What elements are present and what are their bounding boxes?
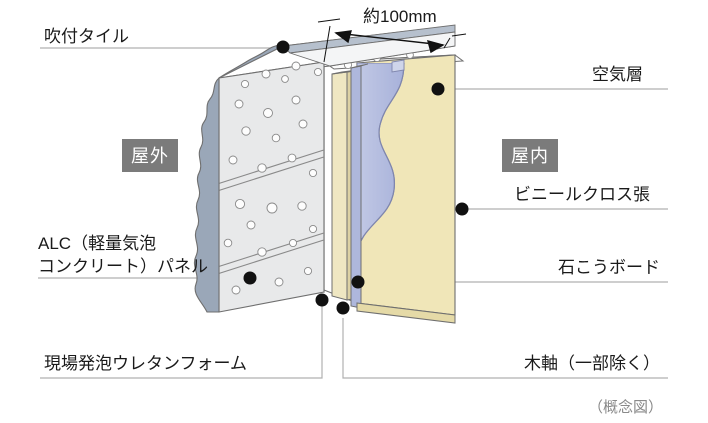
- label-alc-panel-line1: ALC（軽量気泡: [38, 234, 157, 253]
- label-gypsum-board: 石こうボード: [558, 258, 660, 277]
- dot-wood: [336, 301, 350, 315]
- dot-alc-panel: [243, 271, 257, 285]
- inner-panel: [350, 54, 456, 324]
- zone-badge-outdoor: 屋外: [122, 139, 178, 172]
- label-urethane-foam: 現場発泡ウレタンフォーム: [44, 354, 247, 373]
- label-wood-frame: 木軸（一部除く）: [524, 354, 660, 373]
- dimension-label: 約100mm: [363, 7, 437, 26]
- dimension-arrow: [323, 25, 451, 63]
- dot-vinyl-cloth: [455, 202, 469, 216]
- diagram-caption: （概念図）: [588, 399, 664, 416]
- dot-spray-tile: [276, 40, 290, 54]
- zone-badge-indoor: 屋内: [502, 139, 558, 172]
- dot-air-layer: [431, 82, 445, 96]
- label-alc-panel-line2: コンクリート）パネル: [38, 257, 208, 276]
- dot-urethane: [315, 293, 329, 307]
- label-spray-tile: 吹付タイル: [44, 27, 129, 46]
- spray-tile-coating: [193, 24, 456, 313]
- dot-gypsum: [351, 275, 365, 289]
- label-air-layer: 空気層: [592, 65, 643, 84]
- leader-dots: [243, 40, 469, 315]
- label-vinyl-cloth: ビニールクロス張: [514, 185, 650, 204]
